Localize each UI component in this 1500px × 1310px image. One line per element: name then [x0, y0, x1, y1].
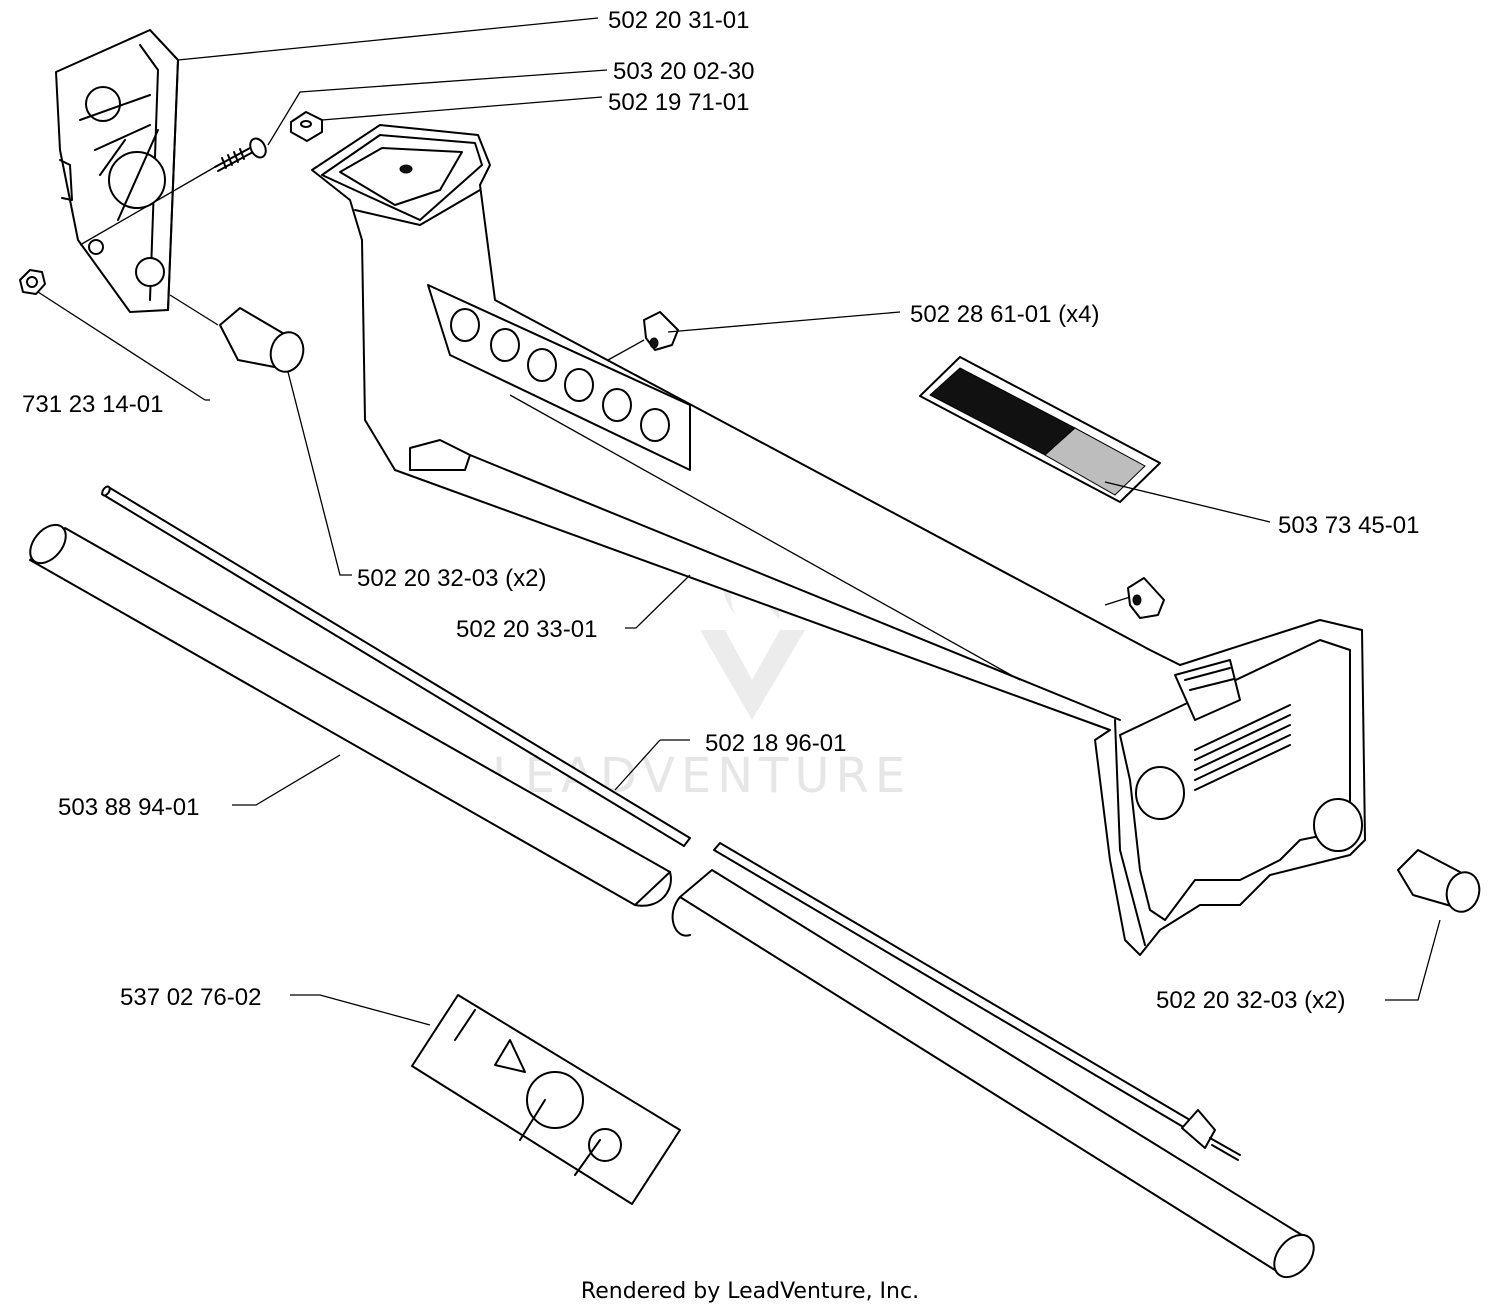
label-square-nut: 502 19 71-01 [608, 89, 749, 116]
label-grip-left: 502 20 32-03 (x2) [357, 565, 546, 592]
label-nut: 731 23 14-01 [22, 391, 163, 418]
leader-lines [37, 17, 1441, 1026]
handle-bracket-part [55, 29, 179, 313]
decal-brand-part [919, 356, 1161, 503]
label-warning-decal: 537 02 76-02 [120, 984, 261, 1011]
nut-part [19, 269, 46, 295]
drive-shaft-part [101, 485, 1241, 1161]
square-nut-part [290, 111, 323, 142]
warning-decal-part [411, 994, 681, 1205]
grip-right-part [1397, 849, 1481, 913]
watermark: LEADVENTURE [492, 530, 911, 804]
label-drive-shaft: 502 18 96-01 [705, 730, 846, 757]
label-decal-brand: 503 73 45-01 [1278, 512, 1419, 539]
part-labels: 502 20 31-01 503 20 02-30 502 19 71-01 5… [22, 7, 1419, 1014]
decal-circle-icon [526, 1071, 584, 1129]
label-screw: 503 20 02-30 [613, 58, 754, 85]
screw-part [214, 137, 267, 172]
label-handle-bracket: 502 20 31-01 [608, 7, 749, 34]
shaft-tube-part [29, 523, 1315, 1279]
label-grip-right: 502 20 32-03 (x2) [1156, 987, 1345, 1014]
label-frame: 502 20 33-01 [456, 616, 597, 643]
frame-part [311, 124, 1366, 956]
watermark-text: LEADVENTURE [492, 748, 911, 804]
footer-credit: Rendered by LeadVenture, Inc. [581, 1279, 919, 1304]
label-shaft-tube: 503 88 94-01 [58, 794, 199, 821]
watermark-v-logo-icon [700, 630, 805, 720]
grip-left-part [219, 307, 305, 373]
label-cable-clip: 502 28 61-01 (x4) [910, 301, 1099, 328]
warning-triangle-icon [494, 1039, 526, 1073]
cable-clip-part [643, 311, 1165, 619]
